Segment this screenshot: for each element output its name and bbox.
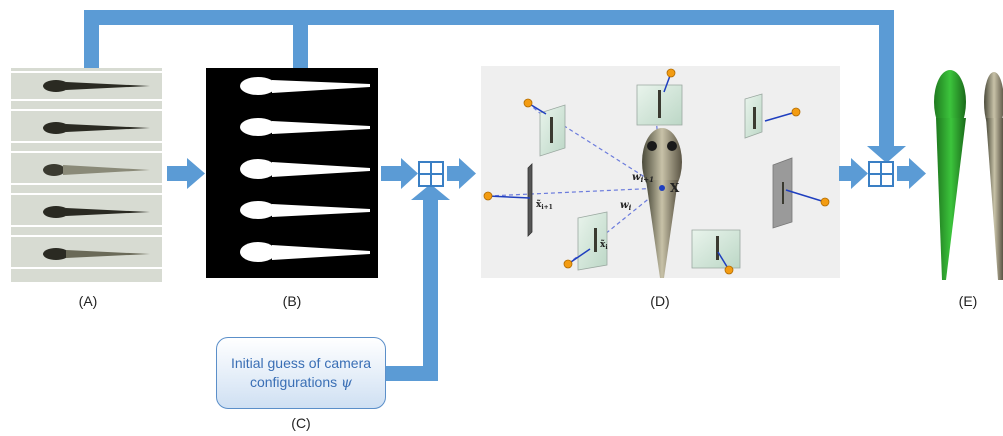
central-larva (642, 128, 682, 278)
arrow-combine-to-e (897, 158, 926, 189)
panel-a-image-strip (11, 68, 162, 282)
arrow-d-to-combine (839, 158, 868, 189)
combine-node-1 (418, 161, 444, 187)
arrow-b-to-combine (381, 158, 418, 189)
camera-config-connector (386, 184, 450, 381)
combine-node-2 (868, 161, 894, 187)
panel-e-reconstruction (934, 70, 1003, 280)
camera-config-line2: configurations ψ (249, 373, 353, 391)
label-x-tilde-i-plus-1: x̃i+1 (536, 199, 553, 211)
panel-b-silhouettes (206, 68, 378, 278)
label-x-tilde-i: x̃i (600, 239, 608, 251)
panel-e-label: (E) (959, 293, 978, 309)
panel-a-label: (A) (79, 293, 98, 309)
panel-c-label: (C) (291, 415, 310, 431)
arrow-a-to-b (167, 158, 205, 189)
camera-center-dots (483, 68, 830, 275)
feedback-connector (84, 10, 906, 163)
camera-config-line1: Initial guess of camera (230, 354, 372, 371)
camera-config-box: Initial guess of camera configurations ψ (216, 337, 386, 409)
label-w-i: wi (620, 200, 632, 212)
label-point-x: X (670, 181, 680, 195)
camera-axes (487, 72, 826, 271)
psi-symbol: ψ (341, 374, 353, 391)
arrow-combine-to-d (447, 158, 476, 189)
plane-fish-projections (550, 90, 784, 260)
panel-d-camera-setup: wi+1 wi X x̃i+1 x̃i (481, 66, 840, 278)
label-w-i-plus-1: wi+1 (632, 172, 654, 184)
panel-d-label: (D) (650, 293, 669, 309)
panel-b-label: (B) (283, 293, 302, 309)
